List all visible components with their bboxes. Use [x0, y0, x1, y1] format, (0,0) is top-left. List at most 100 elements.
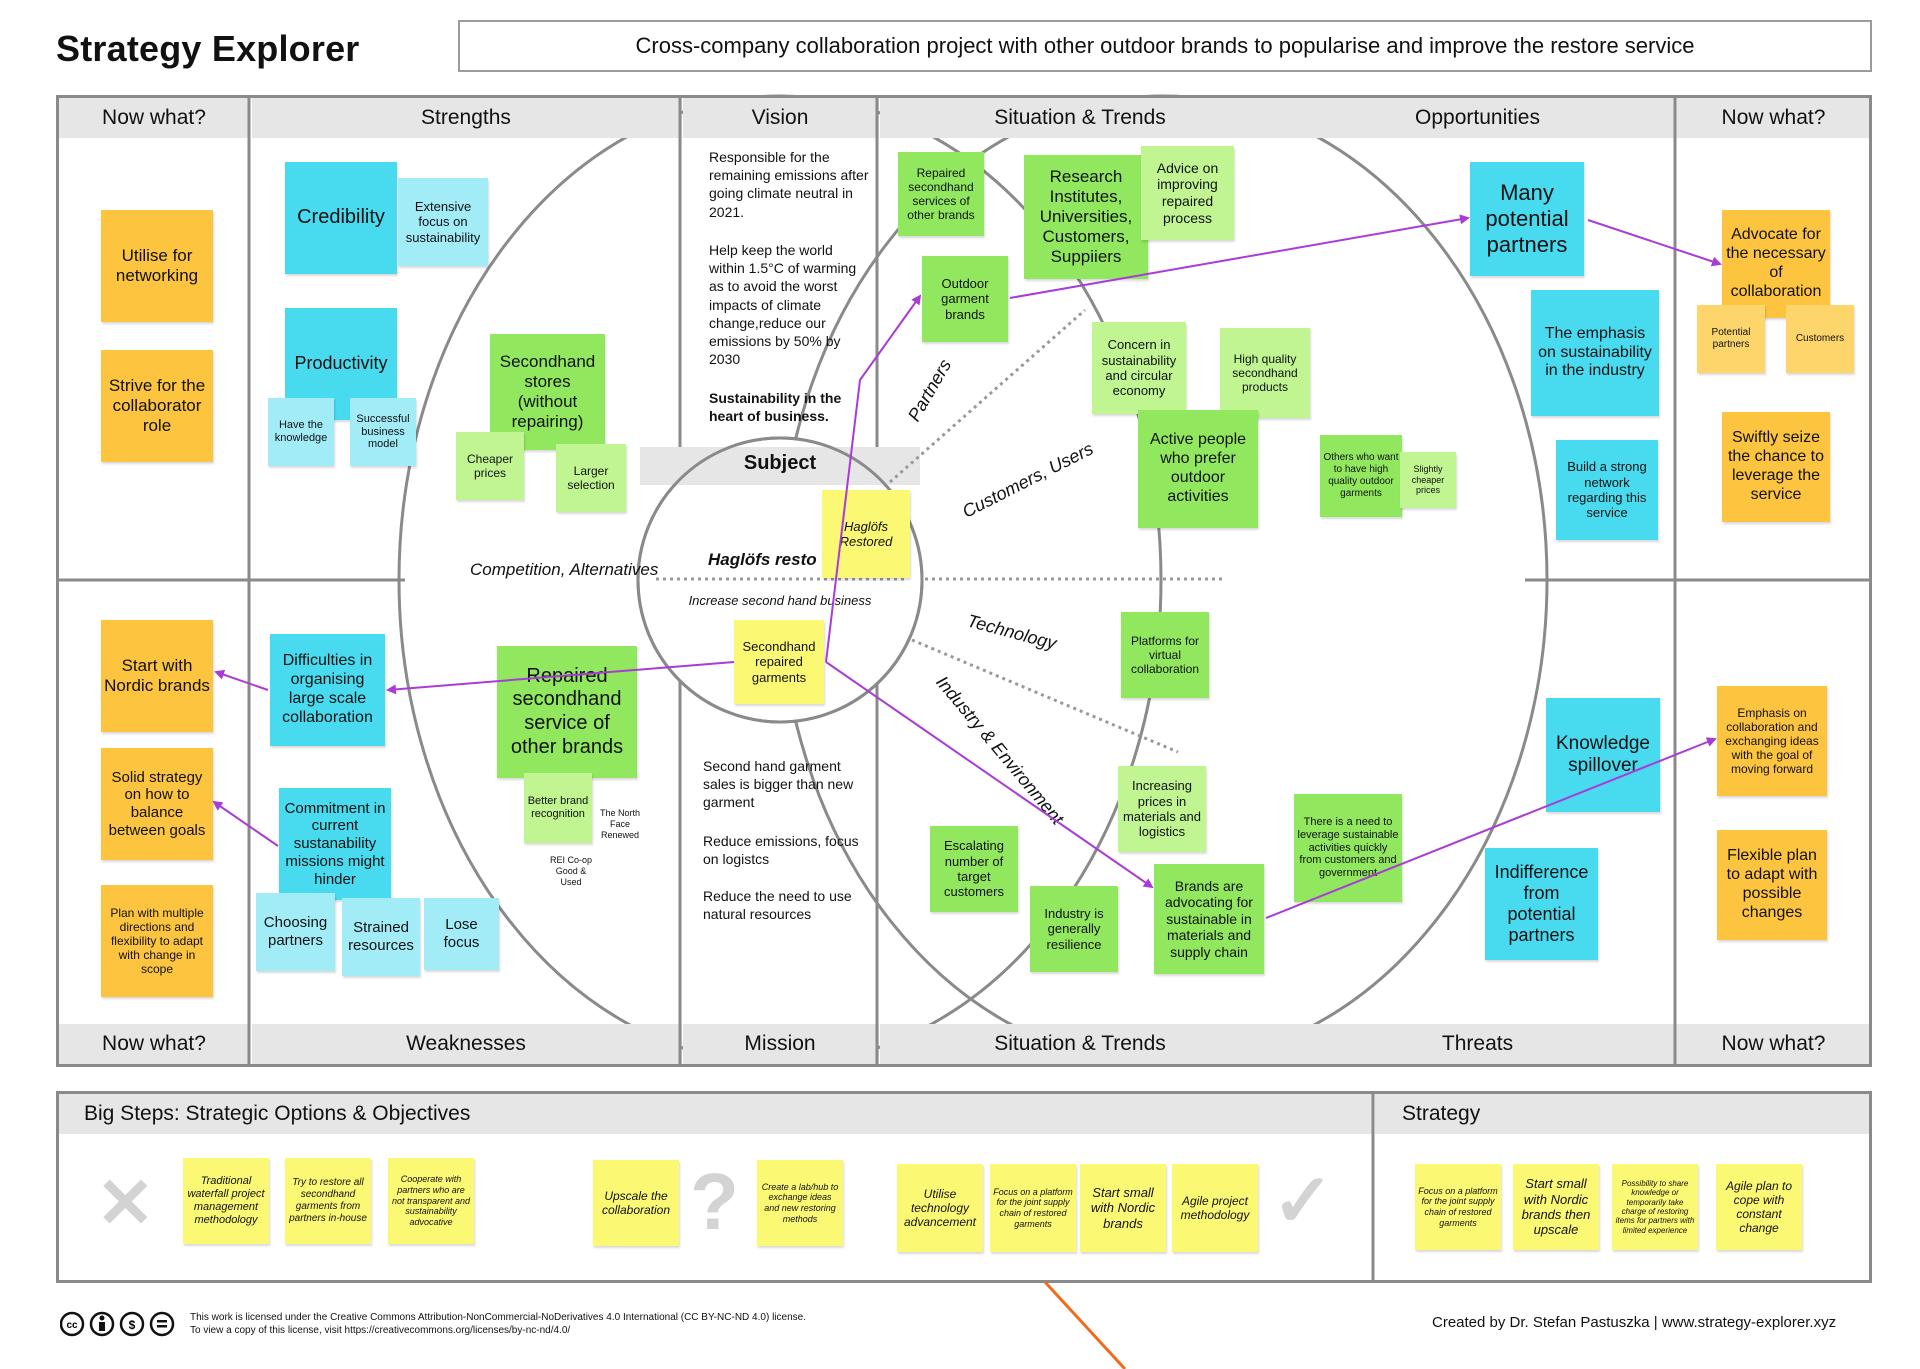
decorative-orange-line — [1043, 1280, 1127, 1369]
note-solid-strategy: Solid strategy on how to balance between… — [101, 748, 213, 860]
project-description: Cross-company collaboration project with… — [458, 20, 1872, 72]
note-secondhand-repaired: Secondhand repaired garments — [734, 620, 824, 704]
step-cooperate: Cooperate with partners who are not tran… — [388, 1158, 474, 1244]
note-plan-multiple: Plan with multiple directions and flexib… — [101, 885, 213, 997]
note-better-brand: Better brand recognition — [524, 773, 592, 843]
note-concern: Concern in sustainability and circular e… — [1092, 322, 1186, 414]
step-traditional: Traditional waterfall project management… — [183, 1158, 269, 1244]
note-indifference: Indifference from potential partners — [1485, 848, 1598, 960]
note-active-people: Active people who prefer outdoor activit… — [1138, 410, 1258, 528]
note-many-partners: Many potential partners — [1470, 162, 1584, 276]
label-competition: Competition, Alternatives — [470, 560, 659, 579]
note-cheaper: Cheaper prices — [456, 432, 524, 500]
big-steps-title: Big Steps: Strategic Options & Objective… — [59, 1094, 1372, 1134]
subject-name: Haglöfs resto — [708, 550, 817, 569]
note-emphasis-sustainability: The emphasis on sustainability in the in… — [1531, 290, 1659, 416]
note-start-nordic: Start with Nordic brands — [101, 620, 213, 732]
note-outdoor-brands: Outdoor garment brands — [922, 256, 1008, 342]
strategy-start-small: Start small with Nordic brands then upsc… — [1513, 1164, 1599, 1250]
note-choosing: Choosing partners — [256, 893, 335, 971]
note-utilise: Utilise for networking — [101, 210, 213, 322]
step-utilise-tech: Utilise technology advancement — [897, 1164, 983, 1252]
note-larger: Larger selection — [556, 444, 626, 512]
header-now-what-left-overlay: Now what? — [59, 98, 249, 138]
note-escalating: Escalating number of target customers — [930, 826, 1018, 912]
note-brands-advocating: Brands are advocating for sustainable in… — [1154, 864, 1264, 974]
step-restore-all: Try to restore all secondhand garments f… — [285, 1158, 371, 1244]
header-threats-overlay: Threats — [1280, 1024, 1675, 1064]
page-title: Strategy Explorer — [56, 28, 360, 69]
note-others-want: Others who want to have high quality out… — [1320, 435, 1402, 517]
header-vision-overlay: Vision — [683, 98, 877, 138]
cc-license-icons: cc $ — [60, 1311, 175, 1337]
strategy-focus-platform: Focus on a platform for the joint supply… — [1415, 1164, 1501, 1250]
question-icon: ? — [690, 1157, 739, 1246]
note-platforms: Platforms for virtual collaboration — [1121, 612, 1209, 698]
note-haglofs-restored: Haglöfs Restored — [822, 490, 910, 578]
header-weaknesses-overlay: Weaknesses — [252, 1024, 680, 1064]
note-secondhand-stores: Secondhand stores (without repairing) — [490, 334, 605, 450]
note-potential-partners-small: Potential partners — [1697, 305, 1765, 373]
svg-text:$: $ — [129, 1318, 136, 1332]
strategy-agile-plan: Agile plan to cope with constant change — [1716, 1164, 1802, 1250]
note-commitment: Commitment in current sustanability miss… — [279, 788, 391, 900]
header-situation-bottom-overlay: Situation & Trends — [880, 1024, 1280, 1064]
license-line-1: This work is licensed under the Creative… — [190, 1312, 806, 1323]
credit-text[interactable]: Created by Dr. Stefan Pastuszka | www.st… — [1432, 1314, 1837, 1331]
note-flexible: Flexible plan to adapt with possible cha… — [1717, 830, 1827, 940]
header-strengths-overlay: Strengths — [252, 98, 680, 138]
subject-subtitle: Increase second hand business — [688, 593, 872, 608]
step-start-small: Start small with Nordic brands — [1080, 1164, 1166, 1252]
note-resilience: Industry is generally resilience — [1030, 886, 1118, 972]
note-successful: Successful business model — [350, 398, 416, 466]
note-need-leverage: There is a need to leverage sustainable … — [1294, 794, 1402, 902]
strategy-title: Strategy — [1375, 1094, 1869, 1134]
note-advocate: Advocate for the necessary of collaborat… — [1722, 210, 1830, 318]
vision-text-2: Help keep the world within 1.5°C of warm… — [709, 242, 857, 368]
step-agile: Agile project methodology — [1172, 1164, 1258, 1252]
header-opportunities-overlay: Opportunities — [1280, 98, 1675, 138]
note-strive: Strive for the collaborator role — [101, 350, 213, 462]
header-now-what-bl-overlay: Now what? — [59, 1024, 249, 1064]
note-research: Research Institutes, Universities, Custo… — [1024, 155, 1148, 279]
step-focus-platform: Focus on a platform for the joint supply… — [990, 1164, 1076, 1252]
svg-text:cc: cc — [66, 1320, 78, 1331]
note-build-network: Build a strong network regarding this se… — [1556, 440, 1658, 540]
note-credibility: Credibility — [285, 162, 397, 274]
step-create-lab: Create a lab/hub to exchange ideas and n… — [757, 1160, 843, 1246]
x-icon: ✕ — [96, 1164, 155, 1242]
note-knowledge-spillover: Knowledge spillover — [1546, 698, 1660, 812]
note-extensive: Extensive focus on sustainability — [398, 178, 488, 266]
note-north-face: The North Face Renewed — [599, 808, 641, 840]
header-now-what-br-overlay: Now what? — [1678, 1024, 1869, 1064]
note-repaired-other: Repaired secondhand service of other bra… — [497, 646, 637, 778]
header-situation-top-overlay: Situation & Trends — [880, 98, 1280, 138]
note-slightly: Slightly cheaper prices — [1400, 452, 1456, 508]
note-advice: Advice on improving repaired process — [1141, 146, 1234, 240]
note-emphasis-collaboration: Emphasis on collaboration and exchanging… — [1717, 686, 1827, 796]
vision-text-1: Responsible for the remaining emissions … — [709, 149, 869, 220]
vision-text-3: Sustainability in the heart of business. — [709, 390, 842, 425]
mission-text-1: Second hand garment sales is bigger than… — [703, 758, 854, 811]
mission-text-3: Reduce the need to use natural resources — [703, 888, 852, 923]
strategy-share-knowledge: Possibility to share knowledge or tempor… — [1612, 1164, 1698, 1250]
mission-text-2: Reduce emissions, focus on logistcs — [703, 833, 859, 868]
note-rei: REI Co-op Good & Used — [549, 855, 593, 887]
subject-label: Subject — [743, 452, 817, 474]
note-increasing: Increasing prices in materials and logis… — [1118, 766, 1206, 852]
note-swiftly: Swiftly seize the chance to leverage the… — [1722, 412, 1830, 522]
license-line-2[interactable]: To view a copy of this license, visit ht… — [190, 1324, 571, 1336]
note-strained: Strained resources — [342, 898, 420, 976]
note-customers-small: Customers — [1786, 305, 1854, 373]
note-lose-focus: Lose focus — [424, 898, 499, 970]
note-have-knowledge: Have the knowledge — [268, 398, 334, 466]
note-repaired-services: Repaired secondhand services of other br… — [898, 152, 984, 236]
license-text: This work is licensed under the Creative… — [190, 1312, 806, 1337]
header-now-what-right-overlay: Now what? — [1678, 98, 1869, 138]
note-high-quality: High quality secondhand products — [1220, 328, 1310, 418]
step-upscale: Upscale the collaboration — [593, 1160, 679, 1246]
note-difficulties: Difficulties in organising large scale c… — [270, 634, 385, 746]
big-steps-panel — [56, 1091, 1872, 1283]
check-icon: ✓ — [1272, 1159, 1335, 1242]
header-mission-overlay: Mission — [683, 1024, 877, 1064]
